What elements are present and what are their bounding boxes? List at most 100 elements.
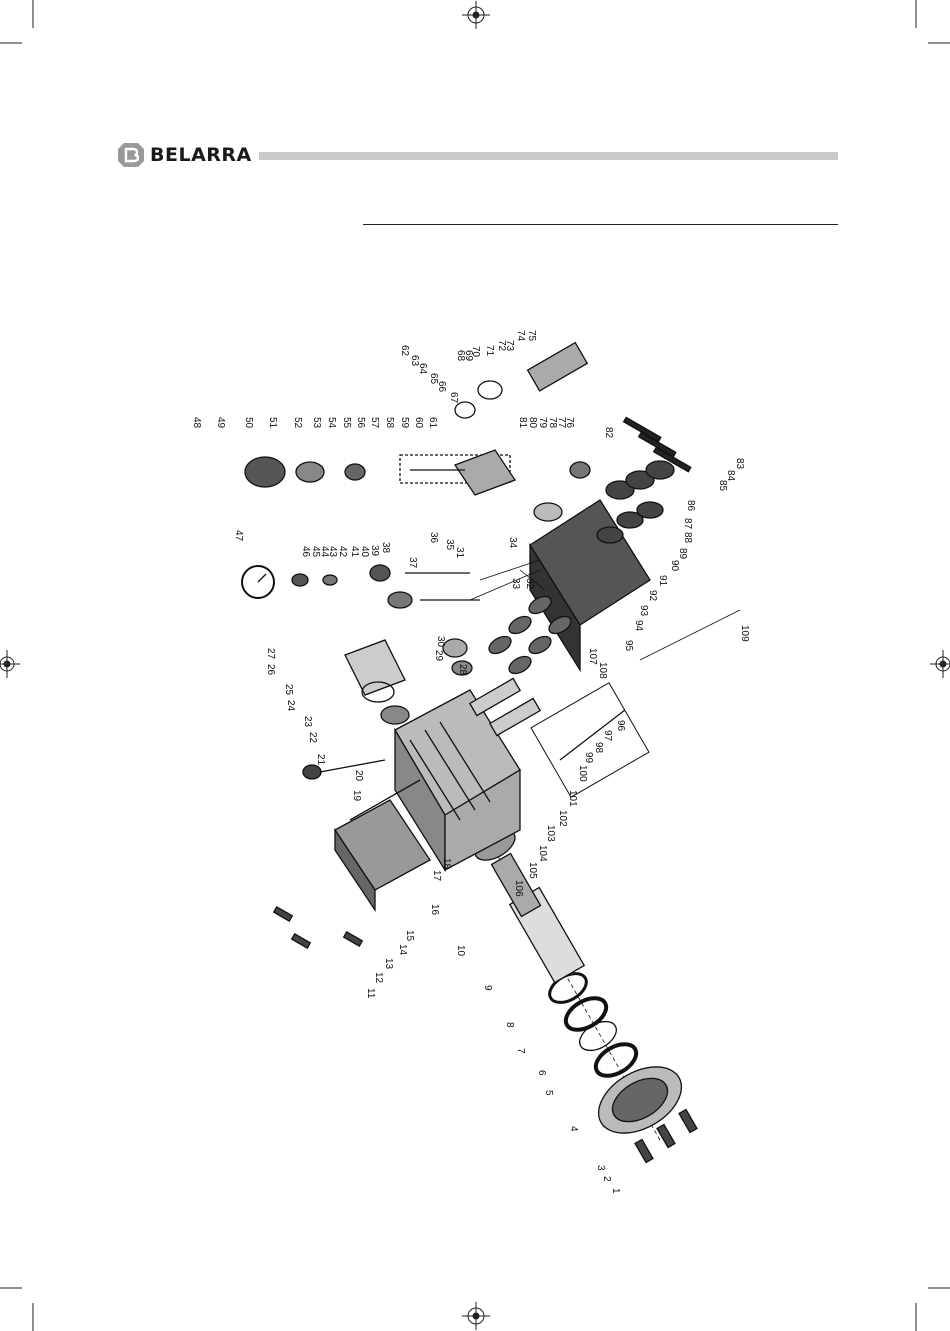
part-number-label: 43 [327,546,338,558]
part-number-label: 84 [725,470,736,482]
part-number-label: 20 [353,770,364,782]
part-number-label: 25 [283,684,294,696]
part-number-label: 40 [359,546,370,558]
part-number-label: 74 [515,330,526,342]
part-number-label: 47 [233,530,244,542]
side-cover [344,639,410,725]
part-number-label: 61 [427,417,438,429]
part-number-label: 62 [399,345,410,357]
part-number-label: 78 [547,417,558,429]
brand-name: BELARRA [150,144,252,166]
part-number-label: 32 [524,578,535,590]
part-number-label: 97 [602,730,613,742]
part-number-label: 81 [517,417,528,429]
part-number-label: 73 [504,340,515,352]
part-number-label: 66 [436,381,447,393]
header-bar [259,152,838,160]
part-number-label: 1 [610,1188,621,1194]
part-number-label: 11 [365,988,376,999]
part-number-label: 31 [454,547,465,559]
part-number-label: 8 [504,1022,515,1028]
part-number-label: 15 [404,930,415,942]
part-number-label: 41 [349,546,360,558]
part-number-label: 44 [319,546,330,558]
part-number-label: 12 [373,972,384,984]
part-number-label: 38 [380,542,391,554]
part-number-label: 56 [355,417,366,429]
part-number-label: 17 [431,870,442,882]
part-number-label: 49 [215,417,226,429]
part-number-label: 99 [583,752,594,764]
end-cover [597,1066,683,1134]
part-number-label: 26 [265,664,276,676]
part-number-label: 67 [448,392,459,404]
part-number-label: 86 [685,500,696,512]
part-number-label: 106 [513,880,524,897]
part-number-label: 3 [595,1165,606,1171]
part-number-label: 28 [457,664,468,676]
part-number-label: 87 [682,518,693,530]
part-number-label: 82 [603,427,614,439]
part-number-label: 23 [302,716,313,728]
part-number-label: 85 [717,480,728,492]
part-number-label: 4 [568,1126,579,1132]
part-number-label: 69 [463,350,474,362]
part-number-label: 19 [351,790,362,802]
part-number-label: 94 [633,620,644,632]
part-number-label: 42 [337,546,348,558]
section-rule [363,224,838,225]
part-number-label: 70 [470,346,481,358]
part-number-label: 80 [527,417,538,429]
part-number-label: 79 [537,417,548,429]
part-number-label: 2 [601,1176,612,1182]
oil-pan [334,799,431,913]
part-number-label: 55 [341,417,352,429]
drive-shaft [490,852,586,984]
part-number-label: 65 [428,373,439,385]
part-number-label: 29 [433,650,444,662]
part-number-label: 37 [407,557,418,569]
part-number-label: 93 [638,605,649,617]
part-number-label: 50 [243,417,254,429]
part-number-label: 109 [739,625,750,642]
valve-stacks [596,460,675,544]
part-number-label: 59 [399,417,410,429]
part-number-label: 16 [429,904,440,916]
part-number-label: 53 [311,417,322,429]
part-number-label: 64 [417,363,428,375]
part-number-label: 34 [507,537,518,549]
part-number-label: 105 [527,862,538,879]
part-number-label: 58 [384,417,395,429]
part-number-label: 96 [615,720,626,732]
part-number-label: 52 [292,417,303,429]
part-number-label: 92 [647,590,658,602]
part-number-label: 46 [300,546,311,558]
part-number-label: 7 [515,1048,526,1054]
part-number-label: 35 [444,539,455,551]
part-number-label: 36 [428,532,439,544]
part-number-label: 90 [669,560,680,572]
outlet-nozzle [454,341,589,419]
part-number-label: 6 [536,1070,547,1076]
part-number-label: 14 [397,944,408,956]
part-number-label: 63 [409,355,420,367]
part-number-label: 22 [307,732,318,744]
unloader-valve [244,449,591,522]
part-number-label: 83 [734,458,745,470]
brand-header: BELARRA [118,143,252,167]
part-number-label: 89 [677,548,688,560]
part-number-label: 30 [435,636,446,648]
belarra-logo-icon [118,143,144,167]
part-number-label: 88 [682,532,693,544]
part-number-label: 24 [285,700,296,712]
part-number-label: 107 [587,648,598,665]
part-number-label: 75 [526,330,537,342]
part-number-label: 108 [597,662,608,679]
part-number-label: 5 [543,1090,554,1096]
pressure-gauge [241,564,480,609]
part-number-label: 18 [441,858,452,870]
part-number-label: 27 [265,648,276,660]
part-number-label: 68 [455,350,466,362]
part-number-label: 103 [545,825,556,842]
pump-housing [394,689,521,873]
